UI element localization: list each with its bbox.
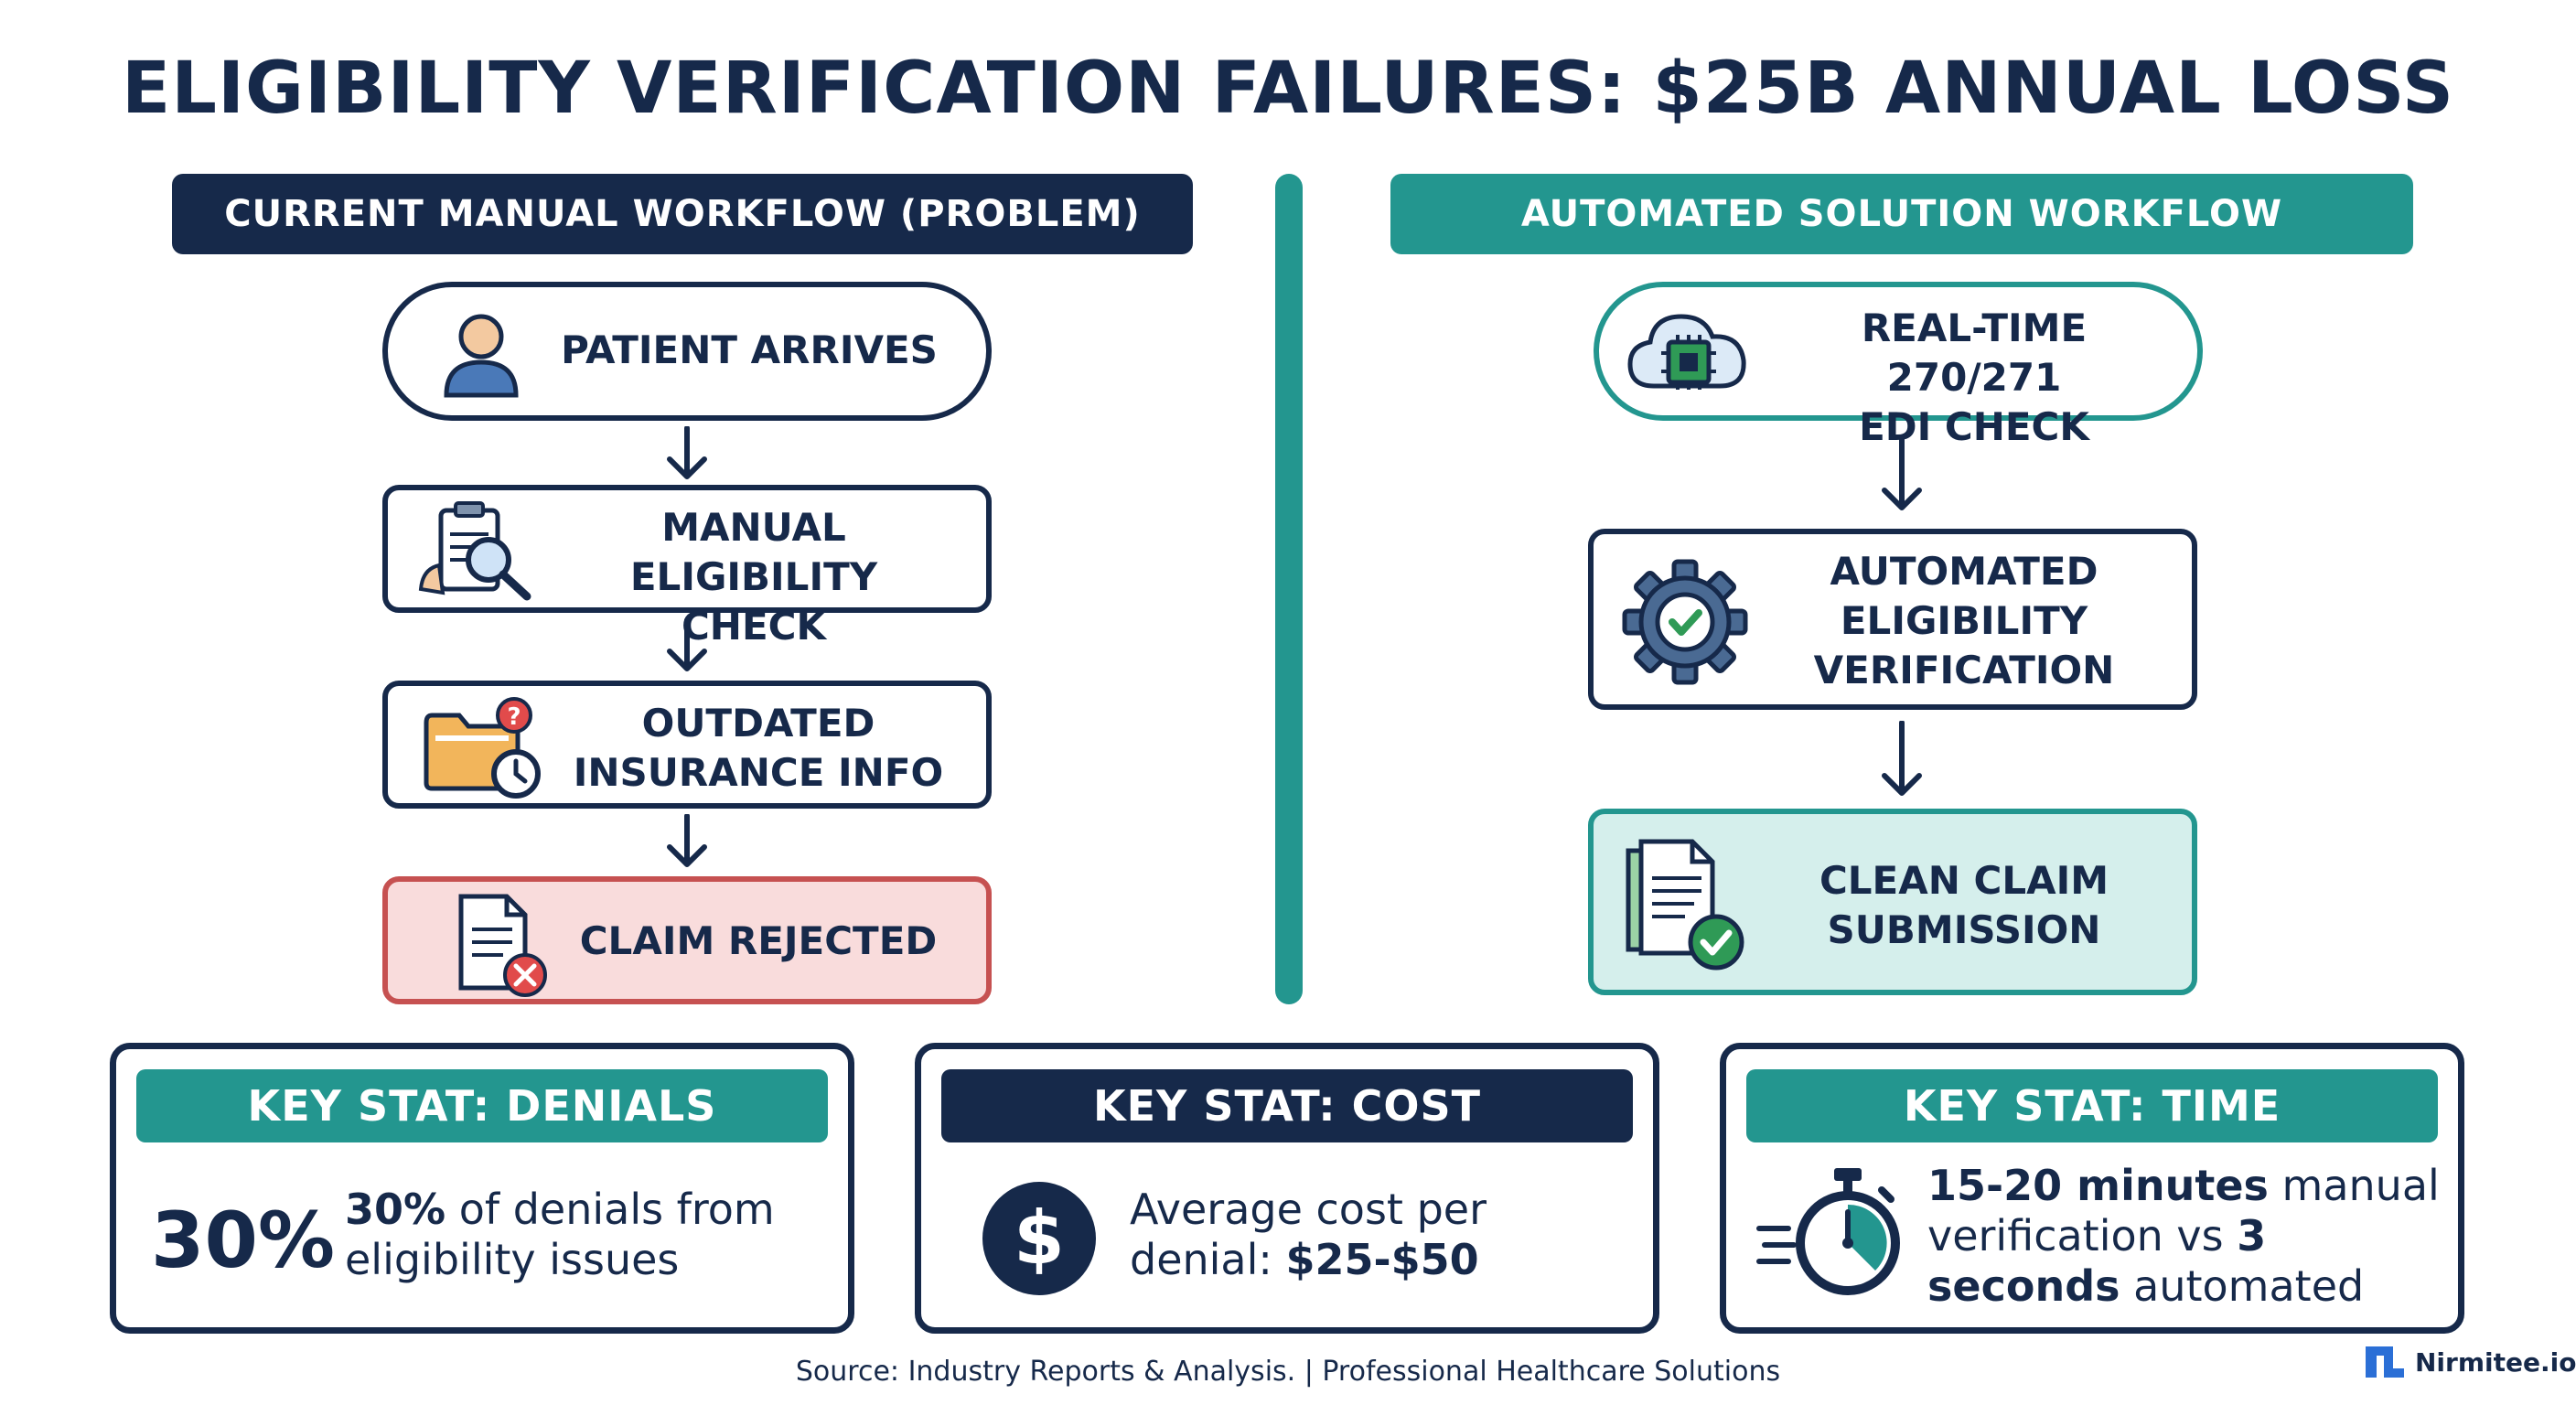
stat-bold-value: $25-$50 xyxy=(1285,1235,1479,1284)
step-manual-eligibility-check: MANUAL ELIGIBILITY CHECK xyxy=(382,485,992,649)
stat-bold-value: seconds xyxy=(1927,1261,2120,1311)
stat-big-value: 30% xyxy=(151,1196,336,1285)
svg-text:?: ? xyxy=(507,703,521,731)
step-outdated-insurance-info: ? OUTDATED INSURANCE INFO xyxy=(382,681,992,809)
step-label-line2: ELIGIBILITY xyxy=(1840,598,2088,643)
step-label-line2: ELIGIBILITY CHECK xyxy=(629,554,878,649)
stat-bold-value: 30% xyxy=(345,1185,446,1234)
dollar-icon: $ xyxy=(982,1182,1096,1295)
stat-bold-value: 3 xyxy=(2237,1211,2267,1260)
documents-check-icon xyxy=(1626,839,1744,971)
step-label-line1: OUTDATED xyxy=(641,701,875,745)
arrow-down-icon xyxy=(667,814,707,867)
step-label-line1: MANUAL xyxy=(661,505,846,550)
step-label-line3: VERIFICATION xyxy=(1813,648,2115,692)
brand-logo: Nirmitee.io xyxy=(2364,1345,2576,1379)
stat-text: verification vs xyxy=(1927,1211,2238,1260)
stat-card-time: KEY STAT: TIME 15-20 minutes manual veri… xyxy=(1720,1043,2464,1334)
arrow-down-icon xyxy=(667,618,707,671)
arrow-down-icon xyxy=(1882,721,1922,796)
step-label-line2: SUBMISSION xyxy=(1827,907,2101,952)
document-x-icon xyxy=(458,894,547,997)
step-label-line1: CLEAN CLAIM xyxy=(1819,858,2109,903)
stat-text-line2: verification vs 3 xyxy=(1927,1211,2458,1261)
stat-text-line2: eligibility issues xyxy=(345,1235,680,1284)
automated-workflow-heading: AUTOMATED SOLUTION WORKFLOW xyxy=(1390,174,2413,254)
stat-text-line2: denial: $25-$50 xyxy=(1130,1235,1642,1285)
stat-text: manual xyxy=(2268,1161,2440,1210)
step-label: CLAIM REJECTED xyxy=(579,918,938,963)
step-automated-eligibility-verification: AUTOMATED ELIGIBILITY VERIFICATION xyxy=(1588,529,2197,710)
page-title: ELIGIBILITY VERIFICATION FAILURES: $25B … xyxy=(121,48,2455,130)
step-label-line1: AUTOMATED xyxy=(1830,549,2098,594)
stat-text-line3: seconds automated xyxy=(1927,1261,2458,1312)
step-realtime-edi-check: REAL-TIME 270/271 EDI CHECK xyxy=(1594,282,2203,449)
step-label-line1: REAL-TIME 270/271 xyxy=(1861,306,2088,400)
stat-text-line1: 15-20 minutes manual xyxy=(1927,1161,2458,1211)
step-label: PATIENT ARRIVES xyxy=(561,327,938,372)
person-icon xyxy=(444,314,519,398)
source-note: Source: Industry Reports & Analysis. | P… xyxy=(795,1356,1781,1388)
svg-text:$: $ xyxy=(1014,1196,1065,1281)
manual-workflow-heading: CURRENT MANUAL WORKFLOW (PROBLEM) xyxy=(172,174,1193,254)
arrow-down-icon xyxy=(667,426,707,479)
stat-text-line1: 30% of denials from xyxy=(345,1185,839,1235)
stopwatch-icon xyxy=(1756,1168,1900,1295)
panel-divider xyxy=(1275,174,1303,1004)
stat-heading: KEY STAT: COST xyxy=(941,1069,1633,1142)
step-claim-rejected: CLAIM REJECTED xyxy=(382,876,992,1004)
step-clean-claim-submission: CLEAN CLAIM SUBMISSION xyxy=(1588,809,2197,995)
stat-heading: KEY STAT: DENIALS xyxy=(136,1069,828,1142)
stat-text: denial: xyxy=(1130,1235,1286,1284)
stat-text: of denials from xyxy=(445,1185,775,1234)
arrow-down-icon xyxy=(1882,435,1922,510)
step-patient-arrives: PATIENT ARRIVES xyxy=(382,282,992,421)
stat-card-denials: KEY STAT: DENIALS 30% 30% of denials fro… xyxy=(110,1043,854,1334)
stat-bold-value: 15-20 minutes xyxy=(1927,1161,2269,1210)
cloud-chip-icon xyxy=(1627,314,1746,390)
gear-check-icon xyxy=(1622,559,1748,685)
brand-name: Nirmitee.io xyxy=(2415,1346,2576,1378)
nirmitee-logo-icon xyxy=(2366,1346,2404,1378)
step-label-line2: INSURANCE INFO xyxy=(573,750,944,795)
clipboard-magnifier-icon xyxy=(418,501,531,601)
step-label-line2: EDI CHECK xyxy=(1859,404,2089,449)
stat-text: automated xyxy=(2120,1261,2365,1311)
stat-card-cost: KEY STAT: COST $ Average cost per denial… xyxy=(915,1043,1659,1334)
stat-text-line1: Average cost per xyxy=(1130,1185,1487,1234)
stat-heading: KEY STAT: TIME xyxy=(1746,1069,2438,1142)
folder-question-clock-icon: ? xyxy=(424,697,541,799)
